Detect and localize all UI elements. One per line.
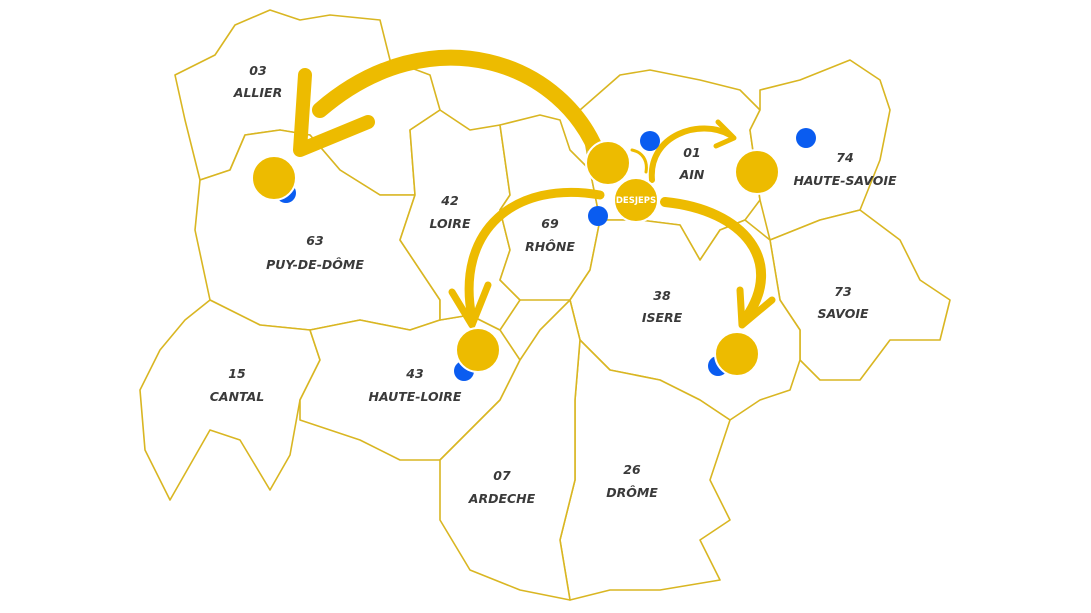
arrow-to-isere [660,197,767,323]
label-code-ardeche: 07 [493,468,511,483]
label-code-loire: 42 [440,193,458,208]
label-name-puy-de-dome: PUY-DE-DÔME [266,257,364,272]
arrow-head-haute-loire [448,281,492,329]
dept-cantal[interactable] [139,299,321,501]
hub-label: DESJEPS [616,196,656,206]
arrows [293,49,776,329]
markers: DESJEPS [251,128,816,381]
yellow-marker[interactable] [714,331,760,377]
label-name-haute-loire: HAUTE-LOIRE [369,389,462,404]
label-code-savoie: 73 [834,284,851,299]
yellow-marker[interactable] [455,327,501,373]
label-code-allier: 03 [249,63,266,78]
label-name-isere: ISERE [642,310,683,325]
arrow-head-isere [736,286,776,329]
dept-ardeche[interactable] [439,299,581,601]
blue-marker[interactable] [588,206,608,226]
label-name-ardeche: ARDECHE [468,491,536,506]
label-code-haute-savoie: 74 [836,150,853,165]
blue-marker[interactable] [796,128,816,148]
label-code-isere: 38 [653,288,671,303]
arrow-to-haute-savoie [648,125,733,183]
label-name-haute-savoie: HAUTE-SAVOIE [793,173,897,188]
departments [139,9,951,601]
label-code-drome: 26 [623,462,641,477]
label-code-ain: 01 [683,145,700,160]
dept-haute-savoie[interactable] [749,59,891,241]
label-name-rhone: RHÔNE [525,239,575,254]
label-name-ain: AIN [679,167,705,182]
yellow-marker[interactable] [251,155,297,201]
label-code-haute-loire: 43 [405,366,423,381]
arrow-head-haute-savoie [713,119,737,149]
label-name-loire: LOIRE [430,216,471,231]
yellow-marker[interactable] [585,140,631,186]
label-code-puy-de-dome: 63 [306,233,323,248]
label-name-cantal: CANTAL [210,389,265,404]
hub-circle[interactable] [613,177,659,223]
label-name-allier: ALLIER [233,85,282,100]
label-name-drome: DRÔME [606,485,658,500]
yellow-marker[interactable] [734,149,780,195]
arrow-to-haute-loire [464,187,605,323]
desjeps-hub[interactable]: DESJEPS [613,177,659,223]
label-name-savoie: SAVOIE [817,306,869,321]
arrow-head-allier [293,68,375,157]
arrow-to-allier [312,49,608,168]
label-code-rhone: 69 [541,216,559,231]
arrow-small-back [630,148,648,174]
blue-marker[interactable] [640,131,660,151]
department-labels: 03 ALLIER 63 PUY-DE-DÔME 42 LOIRE 69 RHÔ… [210,63,897,506]
label-code-cantal: 15 [228,366,246,381]
